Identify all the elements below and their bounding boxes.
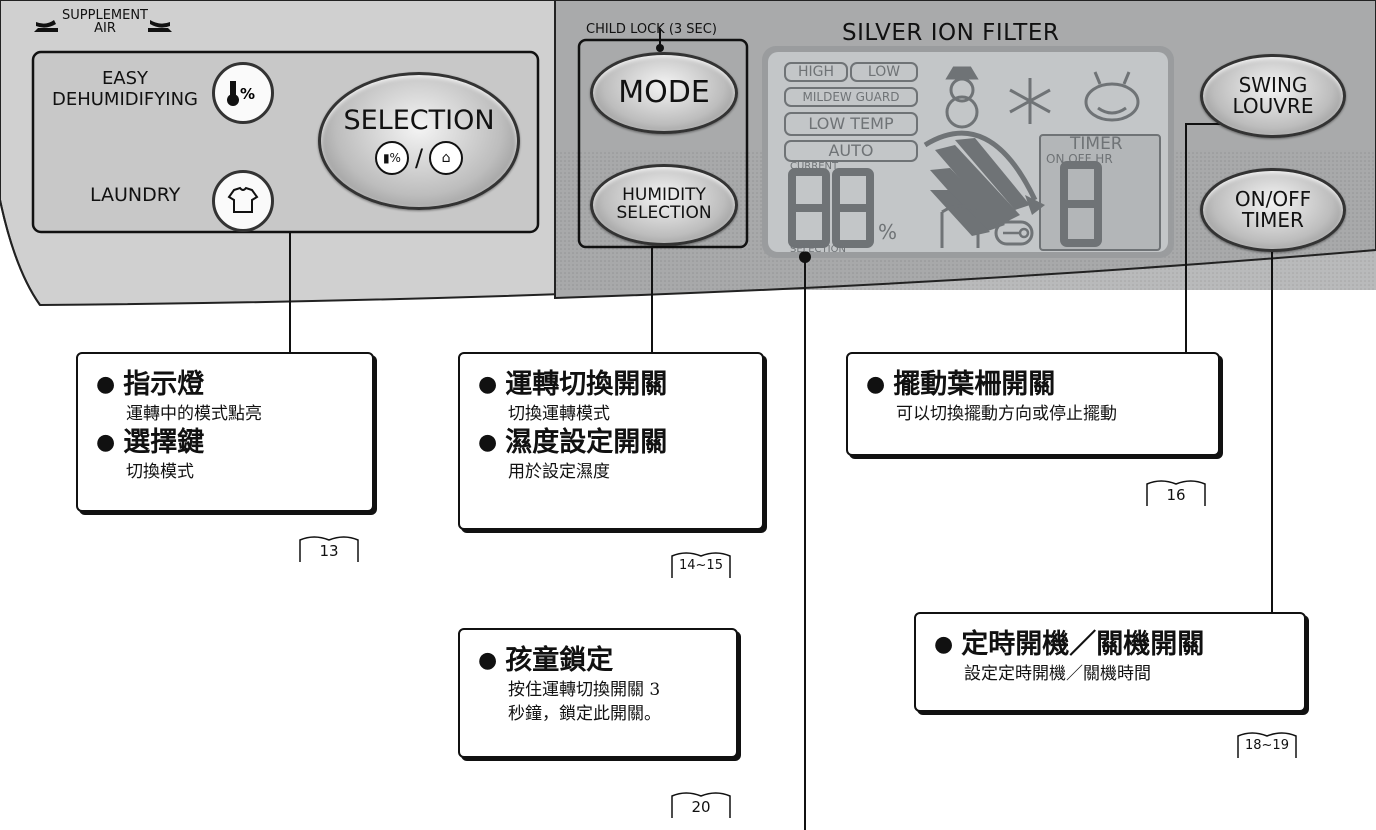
humidity-selection-button[interactable]: HUMIDITY SELECTION — [590, 164, 738, 246]
swing-louvre-button[interactable]: SWING LOUVRE — [1200, 54, 1346, 138]
bullet-icon: ● — [96, 430, 116, 455]
lcd-high-label: HIGH — [784, 62, 848, 82]
bullet-icon: ● — [866, 372, 886, 397]
book-icon — [1146, 480, 1206, 506]
book-icon — [1237, 732, 1297, 758]
svg-text:%: % — [240, 85, 255, 103]
mildew-icon — [1084, 71, 1140, 122]
mode-button[interactable]: MODE — [590, 52, 738, 134]
page-ref-13: 13 — [298, 532, 360, 568]
snowflake-icon — [1009, 78, 1051, 124]
page-ref-16: 16 — [1145, 476, 1207, 512]
louver-fan-graphic — [930, 138, 1030, 236]
lcd-timer-label: TIMER — [1070, 134, 1123, 154]
supplement-air-wings — [34, 20, 172, 32]
lcd-on-off-hr-label: ON OFF HR — [1046, 152, 1113, 166]
lcd-current-label: CURRENT — [790, 161, 839, 172]
on-off-timer-button[interactable]: ON/OFF TIMER — [1200, 168, 1346, 252]
mode-group-frame — [577, 38, 749, 249]
timer-digit — [1060, 161, 1102, 247]
supplement-air-label: SUPPLEMENT AIR — [62, 8, 148, 36]
callout-child-lock: ●孩童鎖定 按住運轉切換開關 3 秒鐘，鎖定此開關。 — [458, 628, 738, 758]
shirt-icon: ⌂ — [429, 141, 464, 176]
thermometer-percent-icon: ▮% — [374, 141, 409, 176]
page-ref-20: 20 — [670, 788, 732, 824]
lcd-low-label: LOW — [850, 62, 918, 82]
book-icon — [299, 536, 359, 562]
lcd-low-temp-label: LOW TEMP — [784, 112, 918, 136]
laundry-indicator[interactable] — [212, 170, 274, 232]
bullet-icon: ● — [934, 632, 954, 657]
bullet-icon: ● — [96, 372, 116, 397]
lcd-percent-sign: % — [878, 220, 898, 244]
easy-dehumidifying-label: EASY DEHUMIDIFYING — [51, 68, 199, 110]
bullet-icon: ● — [478, 372, 498, 397]
callout-indicator: ●指示燈 運轉中的模式點亮 ●選擇鍵 切換模式 — [76, 352, 374, 512]
callout-timer: ●定時開機／關機開關 設定定時開機／關機時間 — [914, 612, 1306, 712]
page-ref-14-15: 14~15 — [670, 548, 732, 584]
book-icon — [671, 552, 731, 578]
current-digits — [788, 168, 874, 248]
lcd-mildew-guard-label: MILDEW GUARD — [784, 87, 918, 107]
lcd-auto-label: AUTO — [784, 140, 918, 162]
snowman-icon — [945, 66, 979, 129]
book-icon — [671, 792, 731, 818]
silver-ion-filter-label: SILVER ION FILTER — [842, 20, 1060, 46]
laundry-label: LAUNDRY — [90, 184, 181, 206]
selection-button[interactable]: SELECTION ▮% / ⌂ — [318, 72, 520, 210]
shirt-icon — [227, 186, 259, 213]
thermometer-percent-icon: % — [227, 81, 255, 106]
easy-dehumidifying-indicator[interactable]: % — [212, 62, 274, 124]
page-ref-18-19: 18~19 — [1236, 728, 1298, 764]
child-lock-label: CHILD LOCK (3 SEC) — [586, 22, 717, 37]
callout-mode: ●運轉切換開關 切換運轉模式 ●濕度設定開關 用於設定濕度 — [458, 352, 764, 530]
callout-swing: ●擺動葉柵開關 可以切換擺動方向或停止擺動 — [846, 352, 1220, 456]
lcd-selection-label: SELECTION — [790, 244, 846, 255]
bullet-icon: ● — [478, 430, 498, 455]
bullet-icon: ● — [478, 648, 498, 673]
